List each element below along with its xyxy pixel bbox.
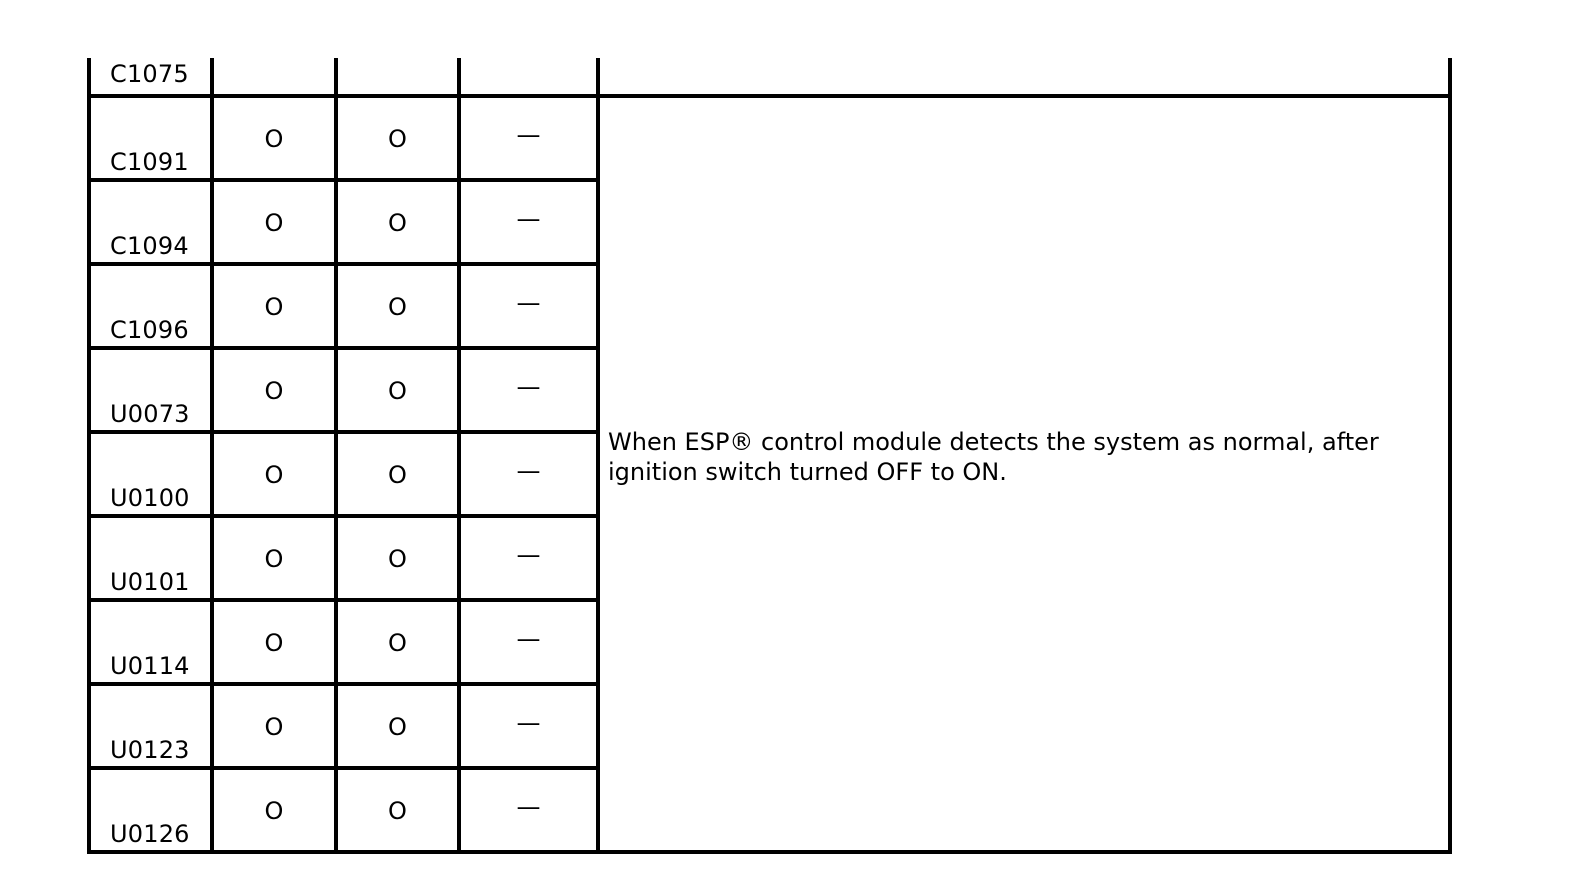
condition-note-cell: When ESP® control module detects the sys… (596, 94, 1452, 854)
dtc-code-cell: U0073 (87, 346, 214, 434)
table-row: U0101 O O — (87, 514, 1450, 602)
dash-cell: — (457, 682, 600, 770)
dash-cell: — (457, 94, 600, 182)
mark-cell: O (334, 346, 461, 434)
mark-cell: O (210, 346, 338, 434)
mark-cell: O (334, 262, 461, 350)
table-row-continued: C1075 (87, 58, 1452, 98)
dash-cell: — (457, 766, 600, 854)
mark-cell: O (210, 94, 338, 182)
dash-cell: — (457, 262, 600, 350)
mark-cell: O (334, 682, 461, 770)
dtc-code-cell: C1096 (87, 262, 214, 350)
table-row: C1096 O O — (87, 262, 1450, 350)
mark-cell: O (334, 514, 461, 602)
table-row: U0073 O O — (87, 346, 1450, 434)
mark-cell: O (210, 682, 338, 770)
dtc-code-cell: U0100 (87, 430, 214, 518)
dash-cell: — (457, 514, 600, 602)
dtc-code-cell: U0123 (87, 682, 214, 770)
empty-cell (210, 58, 338, 98)
mark-cell: O (334, 430, 461, 518)
dash-cell: — (457, 346, 600, 434)
mark-cell: O (334, 178, 461, 266)
mark-cell: O (210, 514, 338, 602)
dtc-code-cell: C1094 (87, 178, 214, 266)
mark-cell: O (334, 94, 461, 182)
dtc-code-cell: U0101 (87, 514, 214, 602)
mark-cell: O (334, 598, 461, 686)
dtc-code-cell: C1075 (87, 58, 214, 98)
table-row: U0100 O O — (87, 430, 1450, 518)
mark-cell: O (210, 178, 338, 266)
mark-cell: O (334, 766, 461, 854)
dtc-code-cell: U0114 (87, 598, 214, 686)
dtc-code-cell: C1091 (87, 94, 214, 182)
dtc-table: C1075 C1091 O O — When ESP® control modu… (87, 58, 1452, 854)
table-row: U0123 O O — (87, 682, 1450, 770)
empty-cell (457, 58, 600, 98)
dash-cell: — (457, 430, 600, 518)
mark-cell: O (210, 430, 338, 518)
dash-cell: — (457, 598, 600, 686)
mark-cell: O (210, 766, 338, 854)
empty-cell (334, 58, 461, 98)
empty-cell (596, 58, 1452, 98)
mark-cell: O (210, 262, 338, 350)
table-row: C1094 O O — (87, 178, 1450, 266)
mark-cell: O (210, 598, 338, 686)
table-row: C1091 O O — When ESP® control module det… (87, 94, 1452, 854)
table-row: U0114 O O — (87, 598, 1450, 686)
dtc-code-cell: U0126 (87, 766, 214, 854)
table-row: U0126 O O — (87, 766, 1450, 854)
dash-cell: — (457, 178, 600, 266)
